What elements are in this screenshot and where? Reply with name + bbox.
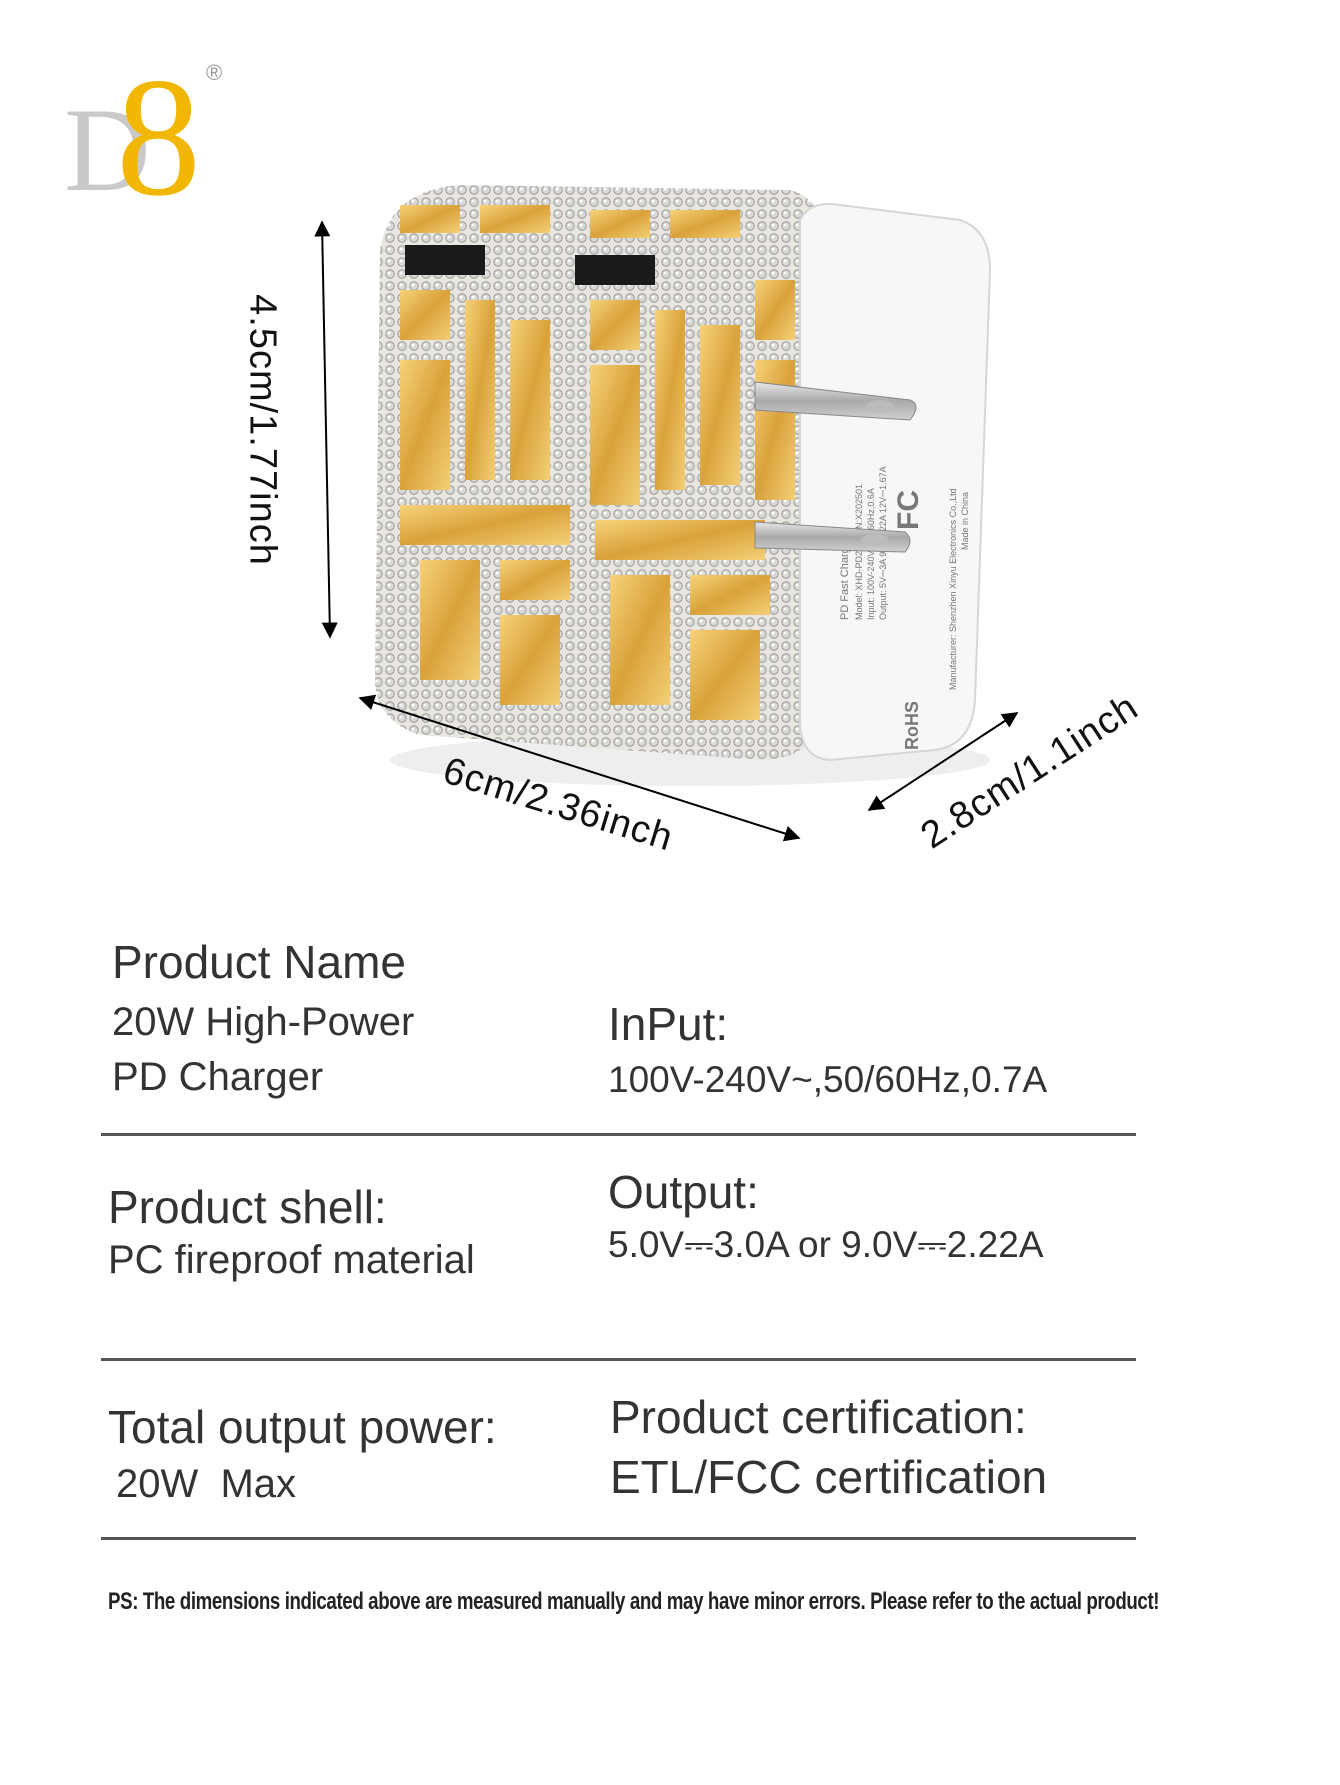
charger-side-face	[799, 203, 992, 762]
svg-text:Made in China: Made in China	[960, 492, 970, 550]
plug-prongs	[754, 381, 917, 553]
output-label: Output:	[608, 1166, 759, 1218]
svg-text:Manufacturer: Shenzhen Xinyu E: Manufacturer: Shenzhen Xinyu Electronics…	[948, 488, 958, 690]
dark-inlay	[405, 245, 485, 275]
disclaimer-note: PS: The dimensions indicated above are m…	[108, 1588, 1160, 1615]
product-name-label: Product Name	[112, 936, 407, 988]
svg-text:FC: FC	[892, 490, 925, 530]
svg-text:Input: 100V-240V~,50/60Hz,0.6A: Input: 100V-240V~,50/60Hz,0.6A	[866, 488, 876, 620]
shell-label: Product shell:	[108, 1181, 387, 1233]
output-value: 5.0V⎓3.0A or 9.0V⎓2.22A	[608, 1224, 1044, 1265]
charger-image: PD Fast Charger Model: XHD-PD20W SN:X202…	[375, 185, 992, 786]
height-dimension-label: 4.5cm/1.77inch	[241, 294, 284, 566]
svg-text:Model: XHD-PD20W SN:X202501: Model: XHD-PD20W SN:X202501	[854, 484, 864, 620]
brand-logo: D 8 ®	[64, 52, 244, 222]
total-power-label: Total output power:	[108, 1401, 497, 1453]
divider	[101, 1537, 1136, 1540]
input-label: InPut:	[608, 998, 729, 1050]
divider	[101, 1133, 1136, 1136]
shell-value: PC fireproof material	[108, 1238, 475, 1282]
svg-text:RoHS: RoHS	[902, 701, 922, 750]
product-name-line2: PD Charger	[112, 1055, 324, 1099]
certification-label: Product certification:	[610, 1391, 1027, 1443]
certification-value: ETL/FCC certification	[610, 1451, 1048, 1503]
total-power-value: 20W Max	[116, 1462, 297, 1506]
logo-digit-8: 8	[116, 43, 201, 231]
registered-mark: ®	[206, 60, 223, 85]
gold-pattern	[400, 205, 795, 720]
logo-letter-d: D	[64, 83, 151, 216]
svg-text:PD Fast Charger: PD Fast Charger	[839, 537, 851, 620]
product-name-line1: 20W High-Power	[112, 1000, 415, 1044]
divider	[101, 1358, 1136, 1361]
height-arrow	[314, 220, 338, 639]
input-value: 100V-240V~,50/60Hz,0.7A	[608, 1059, 1048, 1100]
